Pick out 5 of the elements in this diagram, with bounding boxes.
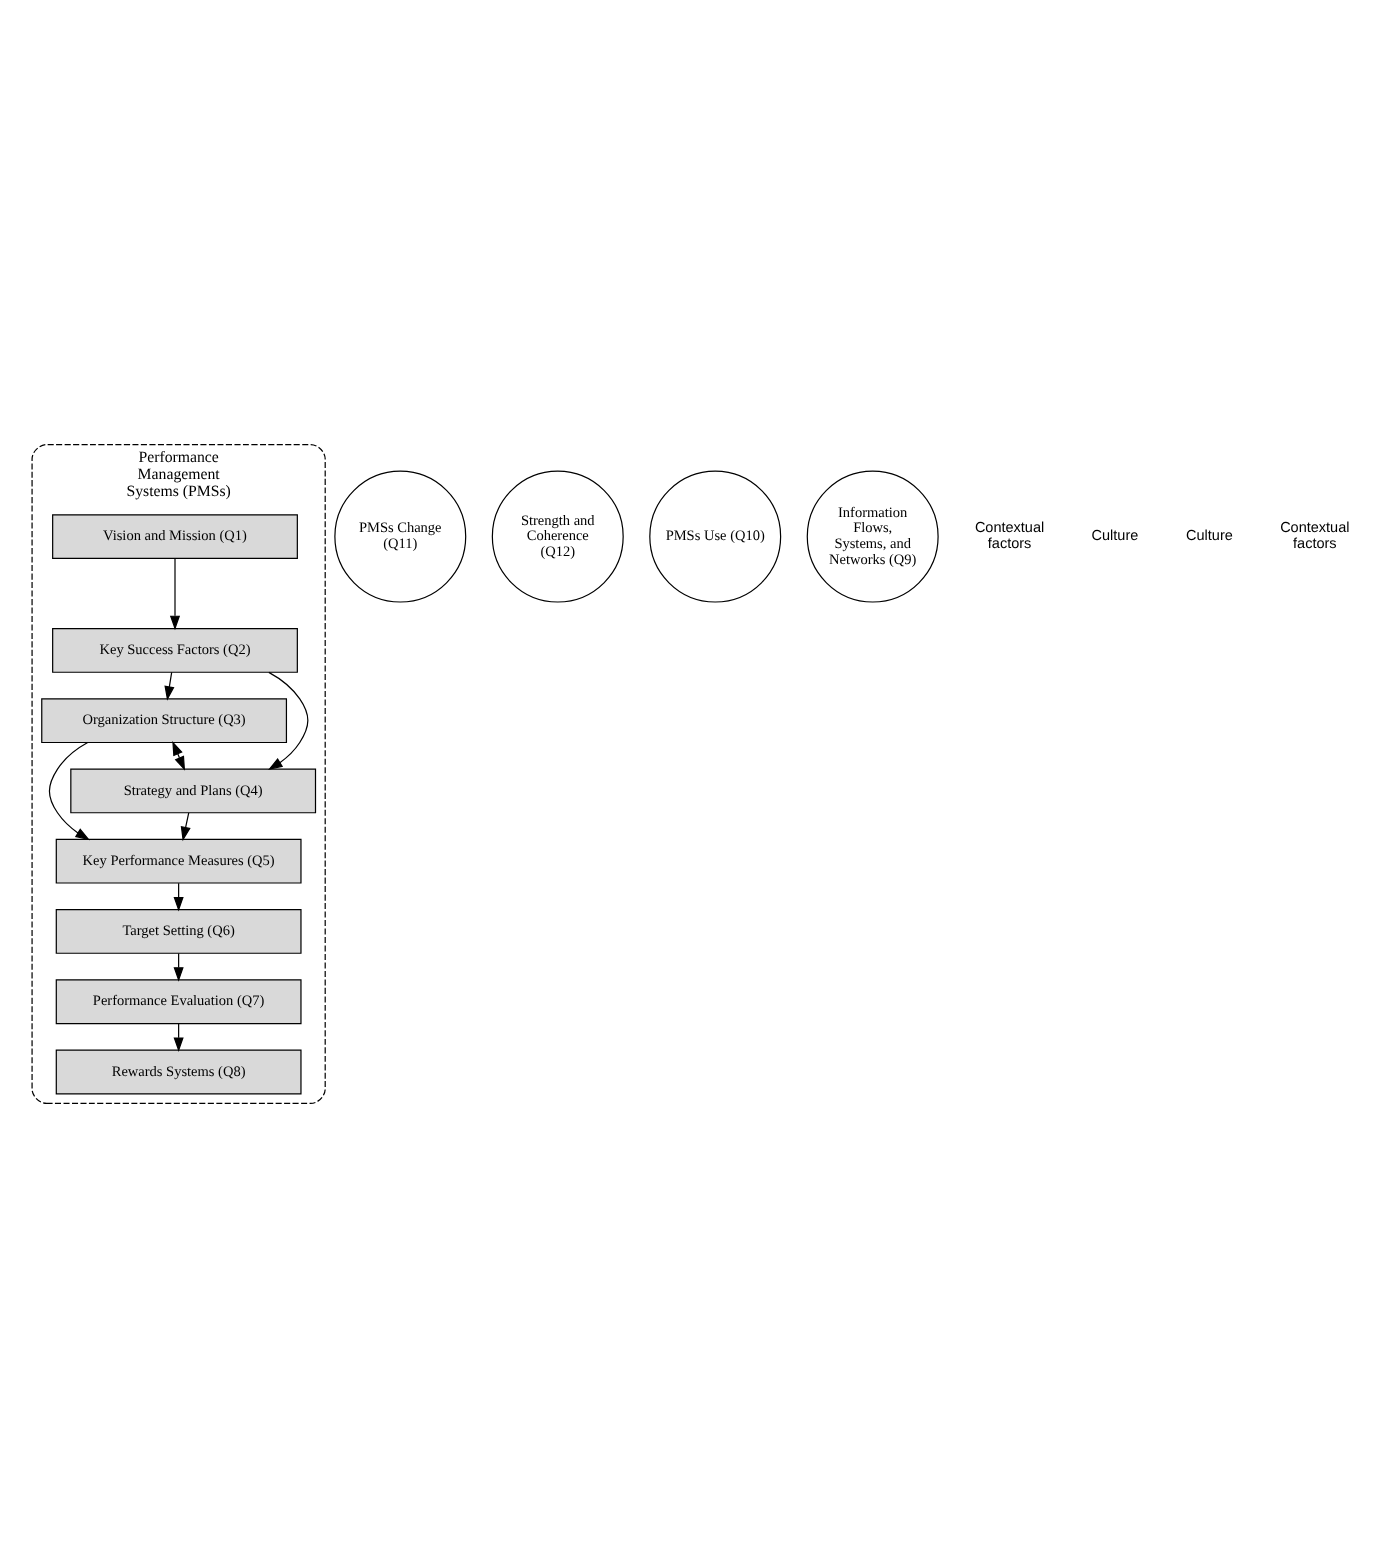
arrow [169, 558, 181, 631]
arrow [268, 671, 309, 771]
arrow [172, 740, 186, 771]
arrow [164, 671, 175, 701]
arrow [180, 812, 191, 842]
